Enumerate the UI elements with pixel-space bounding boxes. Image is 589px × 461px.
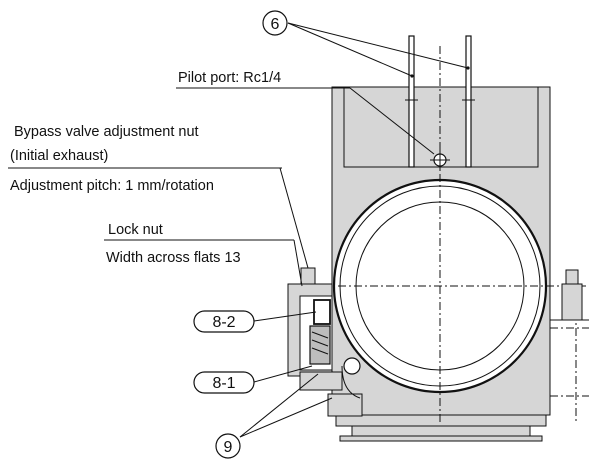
exhaust-curve [341,365,361,399]
callout-6-text: 6 [271,16,280,33]
bypass-valve-assembly [287,267,363,417]
leader-8-2 [253,311,317,322]
pilot-port-leader [349,87,435,155]
initial-exhaust-label: (Initial exhaust) [10,148,108,164]
leader-6-right-dot [466,66,470,70]
callout-8-1: 8-1 [193,371,255,394]
valve-seal-8-2 [313,299,331,325]
leader-6-left [287,22,413,77]
bypass-leader [279,167,309,269]
right-nut-body [561,283,583,321]
spring-coil-3 [311,347,329,355]
spring-coil-2 [311,339,329,347]
leader-lines [8,22,470,438]
bottom-flange-base [339,435,543,442]
bottom-flange-lower [351,425,531,437]
right-nut-top [565,269,579,285]
pilot-port-symbol [430,150,450,170]
leader-9-b [239,397,333,438]
right-lock-nut [550,269,589,397]
leader-6-right [287,22,469,69]
right-indicator-rod [465,35,472,168]
bypass-nut-label: Bypass valve adjustment nut [14,124,199,140]
callout-8-2: 8-2 [193,310,255,333]
leader-8-1 [253,365,313,383]
exhaust-pipe [299,371,343,391]
callout-8-2-text: 8-2 [212,314,235,331]
lock-nut-leader [293,239,303,287]
lock-nut-label: Lock nut [108,222,163,238]
exhaust-port-circle [343,357,361,375]
leader-6-left-dot [410,74,414,78]
exhaust-elbow [327,393,363,417]
width-across-flats-label: Width across flats 13 [106,250,241,266]
indicator-rods [405,35,475,168]
leader-9-a [239,373,319,438]
callout-9: 9 [215,433,241,459]
callout-9-text: 9 [224,439,233,456]
pilot-port-label: Pilot port: Rc1/4 [178,70,281,86]
adjustment-pitch-label: Adjustment pitch: 1 mm/rotation [10,178,214,194]
bottom-flange-upper [335,414,547,427]
callout-6-circle [262,10,288,36]
callout-8-2-pill [193,310,255,333]
spring-coil-1 [311,331,329,339]
callout-9-circle [215,433,241,459]
callout-8-1-pill [193,371,255,394]
callout-8-1-text: 8-1 [212,375,235,392]
adjustment-nut-top [300,267,316,285]
callout-6: 6 [262,10,288,36]
left-indicator-rod [408,35,415,168]
valve-spring-8-1 [309,325,331,365]
